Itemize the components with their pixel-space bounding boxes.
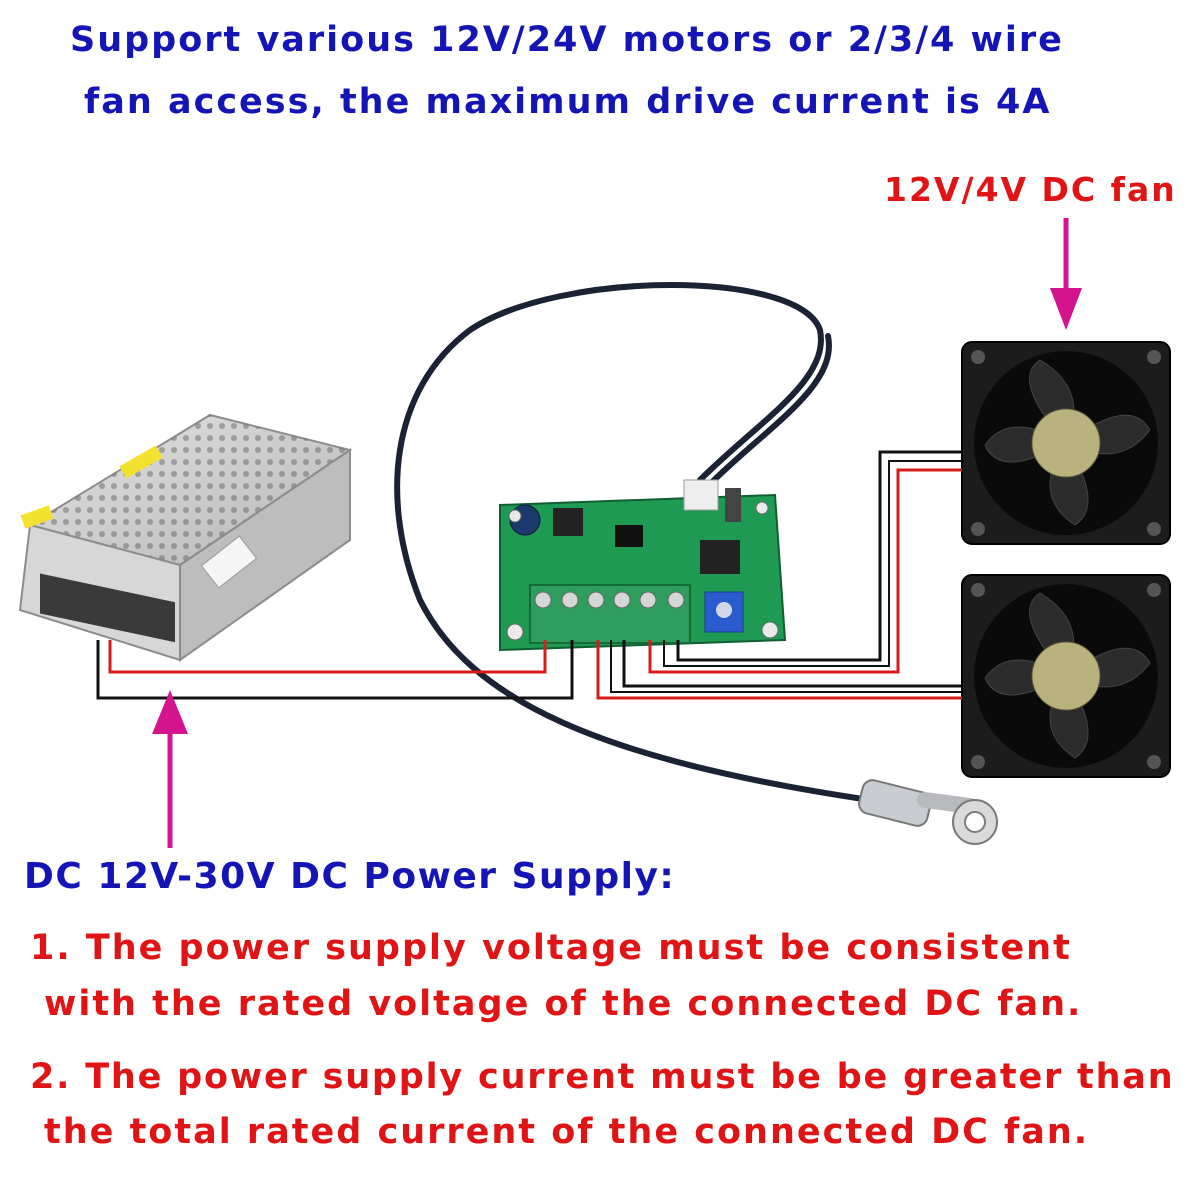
sensor-cable [394,282,873,803]
fan-controller-board [499,479,787,652]
fan1-wire-black [676,450,962,662]
note-1-line-1: 1. The power supply voltage must be cons… [30,928,1072,968]
temperature-probe [858,779,998,845]
fan2-wire-black [622,640,962,688]
power-supply-unit [18,413,353,662]
power-supply-title: DC 12V-30V DC Power Supply: [24,856,676,897]
dc-fan-top [961,341,1171,545]
note-2-line-1: 2. The power supply current must be be g… [30,1057,1175,1097]
psu-negative-wire [96,640,574,700]
headline-line-2: fan access, the maximum drive current is… [84,82,1052,122]
fan-label: 12V/4V DC fan [884,170,1177,209]
headline-line-1: Support various 12V/24V motors or 2/3/4 … [70,20,1064,60]
dc-fan-bottom [961,574,1171,778]
psu-positive-wire [108,640,547,674]
fan2-wire-red [596,640,962,700]
fan-arrow-icon [1050,218,1082,330]
fan1-wire-red [648,468,962,674]
power-arrow-icon [152,690,188,848]
note-1-line-2: with the rated voltage of the connected … [44,984,1083,1024]
note-2-line-2: the total rated current of the connected… [44,1112,1090,1152]
